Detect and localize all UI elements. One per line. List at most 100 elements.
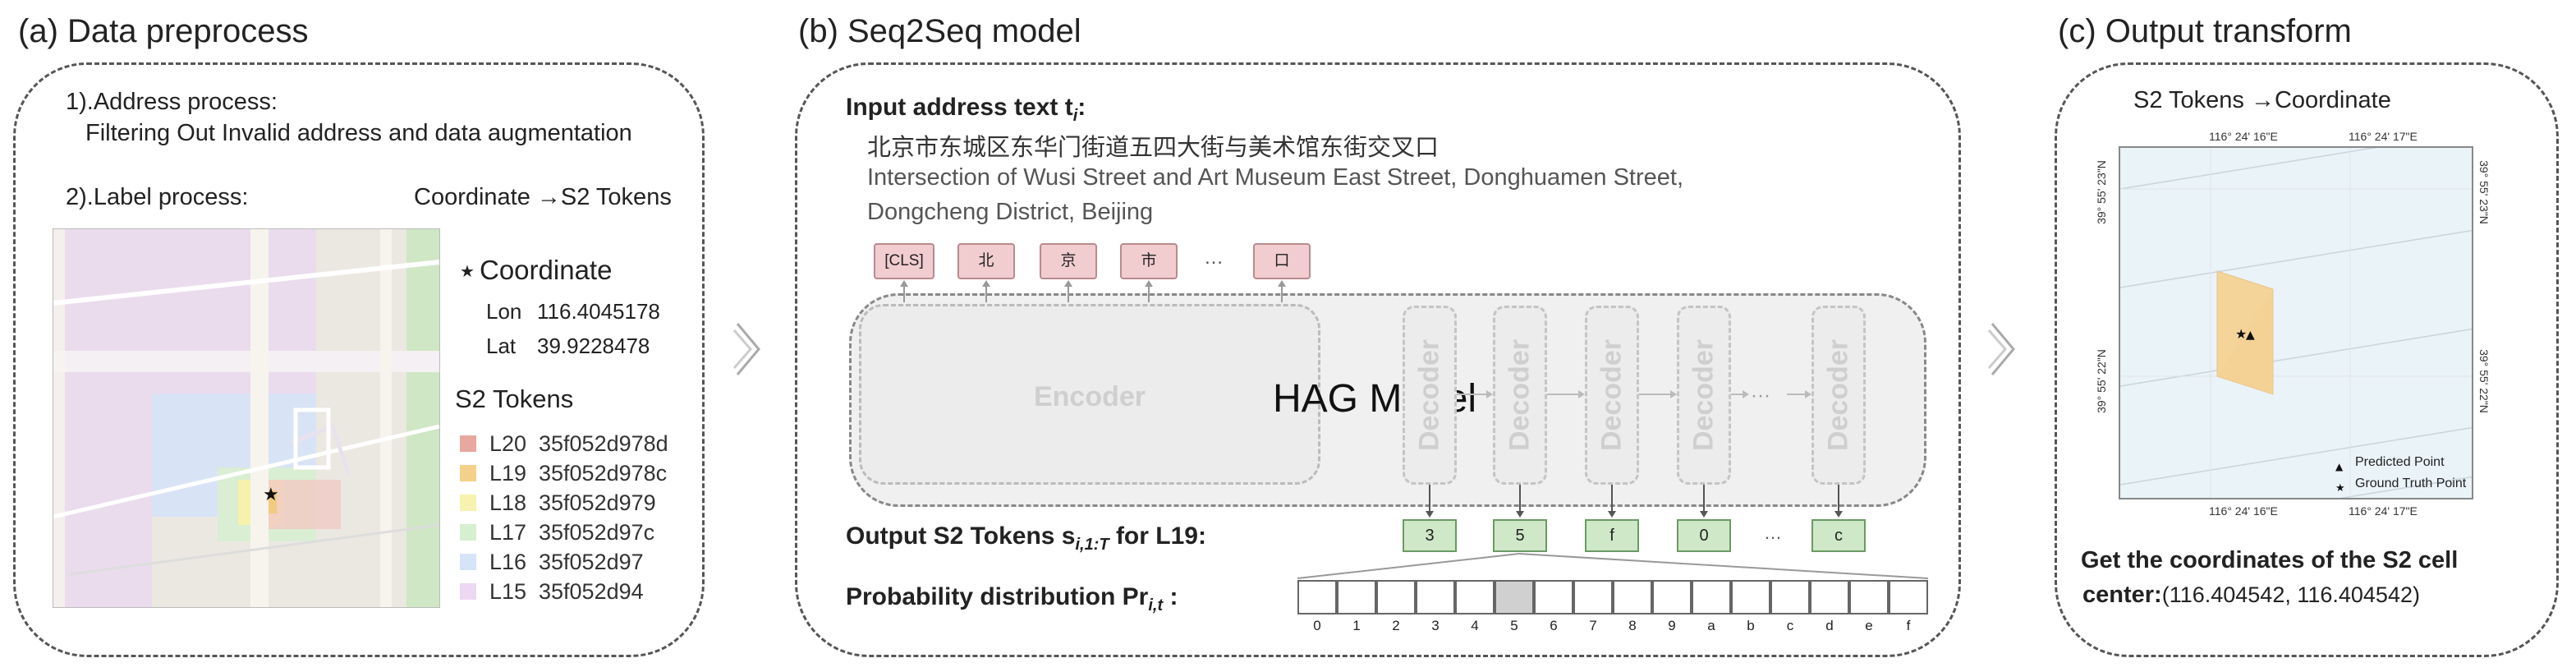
svg-text:★: ★ (2335, 482, 2345, 495)
token-level: L19 (489, 461, 527, 486)
input-token: 口 (1253, 243, 1311, 279)
probability-cell-label: 3 (1431, 618, 1440, 633)
probability-cell (1810, 580, 1849, 614)
chevron-right-icon (1987, 323, 2015, 375)
legend-swatch (460, 495, 476, 511)
probability-cell (1534, 580, 1573, 614)
coordinate-to-s2-label: Coordinate →S2 Tokens (414, 184, 672, 210)
probability-cell (1849, 580, 1889, 614)
address-process-label: 1).Address process: (66, 89, 278, 115)
output-token: 0 (1677, 519, 1731, 552)
svg-text:★: ★ (2235, 326, 2247, 342)
probability-cell-label: 8 (1628, 618, 1637, 633)
result-line-2: center:(116.404542, 116.404542) (2082, 582, 2420, 608)
top-tick-2: 116° 24' 17"E (2349, 130, 2418, 143)
probability-cell-label: 0 (1313, 618, 1321, 633)
decoder-block: Decoder (1585, 306, 1639, 485)
probability-cell-label: e (1865, 618, 1873, 633)
input-address-chinese: 北京市东城区东华门街道五四大街与美术馆东街交叉口 (867, 133, 1440, 161)
panel-a-frame (13, 62, 705, 657)
right-tick-2: 39° 55' 22"N (2477, 349, 2491, 413)
bottom-tick-1: 116° 24' 16"E (2209, 504, 2278, 518)
probability-cell-label: 7 (1589, 618, 1597, 633)
top-tick-1: 116° 24' 16"E (2209, 130, 2278, 143)
panel-c-frame (2055, 62, 2559, 657)
svg-text:▲: ▲ (2246, 329, 2255, 342)
input-token: 京 (1040, 243, 1097, 279)
token-value: 35f052d97 (539, 550, 644, 574)
lat-value: 39.9228478 (537, 334, 650, 358)
lon-label: Lon (486, 299, 522, 324)
input-token: 市 (1120, 243, 1178, 279)
decoder-block: Decoder (1403, 306, 1457, 485)
legend-swatch (460, 465, 476, 481)
decoder-block: Decoder (1677, 306, 1731, 485)
input-token-ellipsis: … (1204, 246, 1224, 269)
probability-cell-label: 1 (1352, 618, 1361, 633)
token-level: L15 (489, 579, 527, 604)
input-token: 北 (957, 243, 1015, 279)
probability-cell-label: c (1786, 618, 1794, 633)
probability-cell (1613, 580, 1652, 614)
probability-cell-label: d (1825, 618, 1834, 633)
output-token-ellipsis: … (1764, 522, 1782, 543)
decoder-block: Decoder (1811, 306, 1866, 485)
probability-cell (1376, 580, 1416, 614)
svg-text:★: ★ (263, 485, 279, 505)
legend-swatch (460, 524, 476, 541)
legend-predicted-point: Predicted Point (2355, 455, 2445, 469)
token-level: L17 (489, 520, 527, 545)
left-tick-1: 39° 55' 23"N (2094, 160, 2108, 224)
probability-label: Probability distribution Pri,t : (846, 583, 1178, 614)
coordinate-heading: Coordinate (480, 255, 613, 285)
output-cell-map: ★ ▲ ▲ ★ (2119, 146, 2473, 499)
probability-cell (1692, 580, 1731, 614)
lat-label: Lat (486, 334, 517, 358)
input-address-english-1: Intersection of Wusi Street and Art Muse… (867, 164, 1684, 191)
label-process-label: 2).Label process: (66, 184, 249, 210)
map-graphic: ★ (53, 229, 439, 607)
panel-b-title: (b) Seq2Seq model (798, 13, 1081, 49)
probability-cell-label: 9 (1668, 618, 1676, 633)
encoder-block: Encoder (859, 304, 1320, 485)
panel-c-title: (c) Output transform (2058, 13, 2352, 49)
coordinate-star-icon: ★ (460, 263, 475, 281)
input-address-label: Input address text ti: (846, 94, 1086, 125)
probability-cell-label: b (1747, 618, 1755, 633)
decoder-ellipsis: ··· (1751, 384, 1770, 407)
token-value: 35f052d94 (539, 579, 644, 604)
probability-cell (1495, 580, 1534, 614)
s2-tokens-heading: S2 Tokens (455, 384, 574, 413)
probability-cell-label: 5 (1510, 618, 1518, 633)
probability-cell (1455, 580, 1495, 614)
probability-cell (1652, 580, 1692, 614)
panel-b-frame (795, 62, 1961, 657)
legend-ground-truth-point: Ground Truth Point (2355, 476, 2467, 490)
input-token: [CLS] (874, 243, 934, 279)
panel-a-title: (a) Data preprocess (18, 13, 309, 49)
probability-cell-label: 4 (1471, 618, 1479, 633)
probability-cell-label: 6 (1550, 618, 1558, 633)
lon-value: 116.4045178 (537, 299, 660, 324)
s2-cell-map: ★ (53, 228, 440, 608)
cell-map-graphic: ★ ▲ ▲ ★ (2120, 148, 2472, 498)
chevron-right-icon (732, 323, 760, 375)
probability-cell-label: 2 (1392, 618, 1400, 633)
probability-cell-label: a (1707, 618, 1715, 633)
token-level: L16 (489, 550, 527, 574)
result-line-1: Get the coordinates of the S2 cell (2081, 547, 2459, 573)
token-level: L18 (489, 490, 527, 515)
token-value: 35f052d978c (539, 461, 668, 486)
output-s2-label: Output S2 Tokens si,1:T for L19: (846, 522, 1206, 554)
s2-to-coordinate-label: S2 Tokens →Coordinate (2133, 87, 2391, 113)
probability-cell-label: f (1906, 618, 1911, 633)
probability-cell (1770, 580, 1810, 614)
bottom-tick-2: 116° 24' 17"E (2349, 504, 2418, 518)
probability-cell (1297, 580, 1337, 614)
probability-cell (1337, 580, 1376, 614)
left-tick-2: 39° 55' 22"N (2094, 349, 2108, 413)
legend-swatch (460, 554, 476, 570)
legend-swatch (460, 435, 476, 452)
token-value: 35f052d979 (539, 490, 656, 515)
output-token: f (1585, 519, 1639, 552)
